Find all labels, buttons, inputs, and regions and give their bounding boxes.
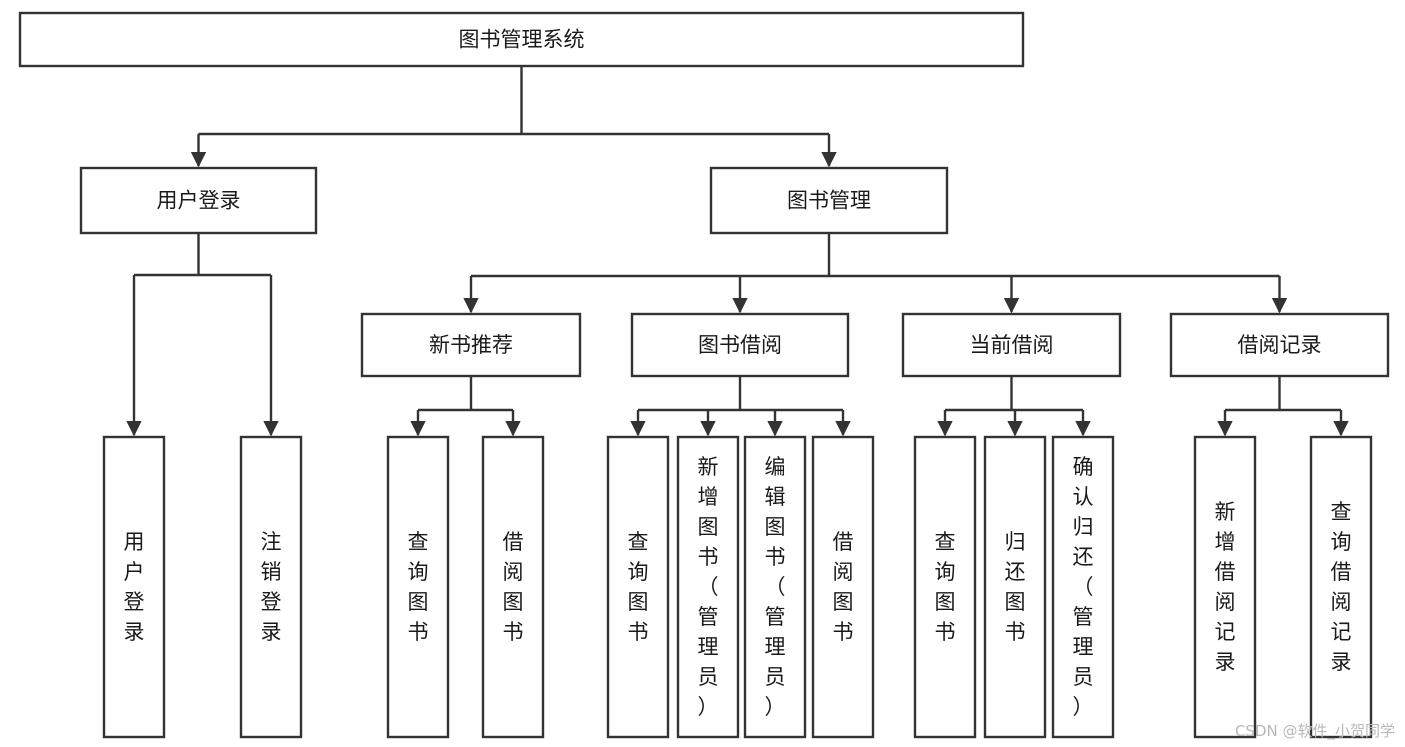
node-root-box[interactable] — [18, 11, 1025, 68]
node-book-manage-box[interactable] — [709, 166, 949, 235]
node-user-login-box[interactable] — [79, 166, 318, 235]
node-leaf-query-book-3-box[interactable] — [913, 435, 977, 739]
node-leaf-add-book-box[interactable] — [676, 435, 740, 739]
node-book-borrow-label: 图书借阅 — [698, 333, 782, 357]
node-leaf-edit-book[interactable]: 编辑图书（管理员） — [743, 435, 807, 739]
node-current-borrow-label: 当前借阅 — [970, 333, 1054, 357]
node-leaf-edit-book-box[interactable] — [743, 435, 807, 739]
node-leaf-borrow-book-1[interactable]: 借阅图书 — [481, 435, 545, 739]
node-leaf-user-logout[interactable]: 注销登录 — [239, 435, 303, 739]
node-leaf-borrow-book-2-box[interactable] — [811, 435, 875, 739]
node-borrow-record-box[interactable] — [1169, 312, 1390, 378]
node-leaf-query-record-label: 查询借阅记录 — [1331, 500, 1352, 674]
node-leaf-user-login-box[interactable] — [102, 435, 166, 739]
node-leaf-edit-book-label: 编辑图书（管理员） — [765, 455, 786, 719]
node-layer: 图书管理系统用户登录图书管理新书推荐图书借阅当前借阅借阅记录用户登录注销登录查询… — [18, 11, 1390, 739]
node-book-manage[interactable]: 图书管理 — [709, 166, 949, 235]
node-leaf-add-book[interactable]: 新增图书（管理员） — [676, 435, 740, 739]
node-leaf-confirm-return-label: 确认归还（管理员） — [1073, 455, 1094, 719]
node-leaf-borrow-book-2-label: 借阅图书 — [833, 530, 854, 644]
node-leaf-return-book-label: 归还图书 — [1005, 530, 1026, 644]
watermark-label: CSDN @软件_小贺同学 — [1234, 722, 1395, 740]
node-book-manage-label: 图书管理 — [787, 189, 871, 213]
node-current-borrow[interactable]: 当前借阅 — [901, 312, 1122, 378]
node-leaf-query-book-1-label: 查询图书 — [408, 530, 429, 644]
node-leaf-borrow-book-2[interactable]: 借阅图书 — [811, 435, 875, 739]
connector-layer — [126, 66, 1349, 437]
node-new-book-recommend-label: 新书推荐 — [429, 333, 513, 357]
node-leaf-user-login-label: 用户登录 — [124, 530, 145, 644]
node-user-login-label: 用户登录 — [157, 189, 241, 213]
node-leaf-return-book[interactable]: 归还图书 — [983, 435, 1047, 739]
node-leaf-user-logout-box[interactable] — [239, 435, 303, 739]
node-leaf-add-record[interactable]: 新增借阅记录 — [1193, 435, 1257, 739]
node-leaf-query-book-3[interactable]: 查询图书 — [913, 435, 977, 739]
node-leaf-query-book-2-box[interactable] — [606, 435, 670, 739]
node-leaf-confirm-return[interactable]: 确认归还（管理员） — [1051, 435, 1115, 739]
node-leaf-query-book-3-label: 查询图书 — [935, 530, 956, 644]
node-book-borrow-box[interactable] — [630, 312, 850, 378]
node-leaf-query-book-1-box[interactable] — [386, 435, 450, 739]
node-leaf-query-book-2-label: 查询图书 — [628, 530, 649, 644]
node-root[interactable]: 图书管理系统 — [18, 11, 1025, 68]
node-new-book-recommend-box[interactable] — [360, 312, 582, 378]
node-leaf-borrow-book-1-box[interactable] — [481, 435, 545, 739]
node-leaf-query-record-box[interactable] — [1309, 435, 1373, 739]
node-new-book-recommend[interactable]: 新书推荐 — [360, 312, 582, 378]
node-current-borrow-box[interactable] — [901, 312, 1122, 378]
node-user-login[interactable]: 用户登录 — [79, 166, 318, 235]
node-borrow-record[interactable]: 借阅记录 — [1169, 312, 1390, 378]
node-leaf-borrow-book-1-label: 借阅图书 — [503, 530, 524, 644]
node-leaf-query-record[interactable]: 查询借阅记录 — [1309, 435, 1373, 739]
node-book-borrow[interactable]: 图书借阅 — [630, 312, 850, 378]
node-leaf-add-record-box[interactable] — [1193, 435, 1257, 739]
node-leaf-add-record-label: 新增借阅记录 — [1215, 500, 1236, 674]
node-leaf-query-book-1[interactable]: 查询图书 — [386, 435, 450, 739]
node-leaf-user-logout-label: 注销登录 — [261, 530, 282, 644]
node-leaf-add-book-label: 新增图书（管理员） — [698, 455, 719, 719]
node-leaf-confirm-return-box[interactable] — [1051, 435, 1115, 739]
node-leaf-return-book-box[interactable] — [983, 435, 1047, 739]
node-leaf-query-book-2[interactable]: 查询图书 — [606, 435, 670, 739]
node-borrow-record-label: 借阅记录 — [1238, 333, 1322, 357]
node-root-label: 图书管理系统 — [459, 28, 585, 52]
node-leaf-user-login[interactable]: 用户登录 — [102, 435, 166, 739]
